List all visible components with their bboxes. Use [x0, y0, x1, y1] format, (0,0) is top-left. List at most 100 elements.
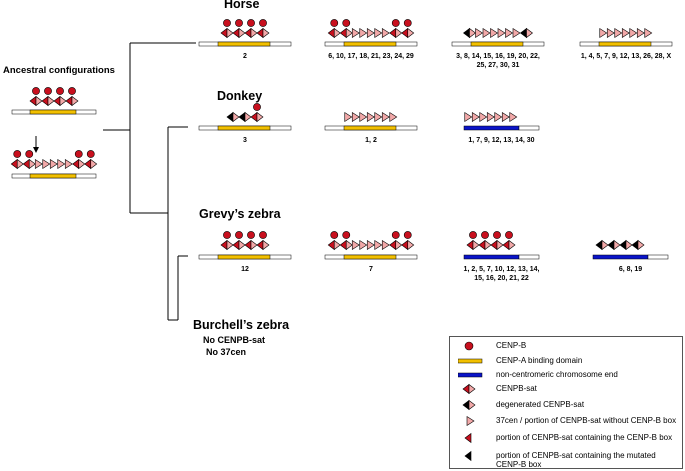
chromosome-horse-1 — [198, 19, 292, 47]
triangle-37cen — [366, 239, 375, 251]
degenerated-cenpb-sat-unit — [595, 239, 609, 251]
chromosome-label-donkey-3: 1, 7, 9, 12, 13, 14, 30 — [468, 137, 535, 144]
cenp-b-circle — [403, 19, 412, 27]
triangle-37cen — [381, 111, 390, 123]
chromosome-label-donkey-1: 3 — [243, 137, 247, 144]
species-donkey: Donkey — [217, 89, 263, 103]
cenpb-sat-unit — [220, 239, 234, 251]
triangle-37cen — [34, 158, 43, 170]
degenerated-cenpb-sat-unit — [226, 111, 240, 123]
cenp-b-circle — [32, 87, 40, 95]
cenpb-sat-unit — [478, 239, 492, 251]
chromosome-grevy-2 — [324, 231, 418, 260]
triangle-37cen — [482, 27, 491, 39]
legend-label: portion of CENPB-sat containing the muta… — [496, 451, 656, 469]
cenpb-sat-unit — [256, 27, 270, 39]
triangle-37cen — [629, 27, 638, 39]
cenpb-sat-icon — [462, 383, 476, 395]
arrow-head — [33, 147, 39, 153]
degenerated-cenpb-sat-unit — [238, 111, 252, 123]
chromosome-label-horse-1: 2 — [243, 53, 247, 60]
chromosome-label-grevy-4: 6, 8, 19 — [618, 266, 643, 273]
chromosome-donkey-1 — [198, 103, 292, 131]
cenp-a-domain — [598, 41, 652, 47]
cenpb-sat-unit — [401, 27, 415, 39]
ancestral-title: Ancestral configurations — [3, 65, 115, 76]
degenerated-cenpb-sat-unit — [607, 239, 621, 251]
cenp-a-domain — [217, 125, 271, 131]
cenpb-sat-unit — [502, 239, 516, 251]
ancestral-config-2 — [10, 150, 98, 179]
cenp-b-circle — [74, 150, 83, 158]
cenp-b-circle — [247, 231, 255, 239]
cenpb-sat-unit — [327, 239, 341, 251]
burchell-note-37cen: No 37cen — [206, 347, 247, 357]
legend-label: portion of CENPB-sat containing the CENP… — [496, 433, 673, 442]
chromosome-label-horse-3: 3, 8, 14, 15, 16, 19, 20, 22, 25, 27, 30… — [456, 53, 540, 69]
chromosome-grevy-1 — [198, 231, 292, 260]
triangle-37cen — [366, 27, 375, 39]
cenpb-sat-unit — [72, 158, 86, 170]
cenp-b-circle — [247, 19, 255, 27]
cenpb-box-portion-icon — [464, 432, 472, 444]
triangle-37cen — [381, 239, 390, 251]
chromosome-horse-3 — [451, 27, 545, 47]
triangle-37cen — [374, 239, 383, 251]
species-grevy: Grevy’s zebra — [199, 207, 281, 221]
triangle-37cen — [644, 27, 653, 39]
cenpb-sat-unit — [244, 27, 258, 39]
triangle-37cen — [479, 111, 488, 123]
non-centromeric-end — [463, 125, 520, 131]
species-horse: Horse — [224, 0, 260, 11]
triangle-37cen — [636, 27, 645, 39]
cenpb-sat-unit — [232, 27, 246, 39]
cenp-b-circle — [235, 231, 243, 239]
cenp-b-circle — [330, 231, 339, 239]
triangle-37cen — [494, 111, 503, 123]
triangle-37cen — [509, 111, 518, 123]
chromosome-horse-4 — [579, 27, 673, 47]
legend-label: CENP-B — [496, 341, 527, 350]
cenpb-sat-unit — [220, 27, 234, 39]
degenerated-cenpb-sat-unit — [619, 239, 633, 251]
cenpb-sat-unit — [22, 158, 36, 170]
cenp-b-circle — [13, 150, 22, 158]
cenp-b-circle — [469, 231, 477, 239]
cenpb-sat-unit — [10, 158, 24, 170]
degenerated-cenpb-sat-icon — [462, 399, 476, 411]
degenerated-cenpb-sat-unit — [631, 239, 645, 251]
triangle-37cen — [351, 239, 360, 251]
chromosome-donkey-3 — [463, 111, 540, 131]
triangle-37cen — [614, 27, 623, 39]
chromosome-label-grevy-2: 7 — [369, 266, 373, 273]
triangle-37cen — [359, 111, 368, 123]
chromosome-grevy-3 — [463, 231, 540, 260]
legend-label: CENP-A binding domain — [496, 356, 583, 365]
cenpb-sat-unit — [41, 95, 55, 107]
triangle-37cen — [64, 158, 73, 170]
legend-label: 37cen / portion of CENPB-sat without CEN… — [496, 416, 677, 425]
cenpb-sat-unit — [84, 158, 98, 170]
cenp-a-domain — [470, 41, 524, 47]
triangle-37cen — [359, 239, 368, 251]
cenpb-sat-unit — [53, 95, 67, 107]
cenp-a-domain — [343, 254, 397, 260]
cenpb-sat-unit — [232, 239, 246, 251]
cenp-b-circle — [342, 19, 351, 27]
triangle-37cen — [501, 111, 510, 123]
cenp-b-circle — [223, 19, 231, 27]
cenpb-sat-unit — [339, 239, 353, 251]
triangle-37cen — [599, 27, 608, 39]
chromosome-label-horse-2: 6, 10, 17, 18, 21, 23, 24, 29 — [328, 53, 414, 60]
cenpb-sat-unit — [250, 111, 264, 123]
triangle-37cen — [351, 27, 360, 39]
cenp-b-circle — [235, 19, 243, 27]
cenp-b-circle — [259, 231, 267, 239]
triangle-37cen — [486, 111, 495, 123]
triangle-37cen — [381, 27, 390, 39]
species-burchell: Burchell’s zebra — [193, 318, 290, 332]
cenpb-sat-unit — [490, 239, 504, 251]
cenpb-sat-unit — [256, 239, 270, 251]
